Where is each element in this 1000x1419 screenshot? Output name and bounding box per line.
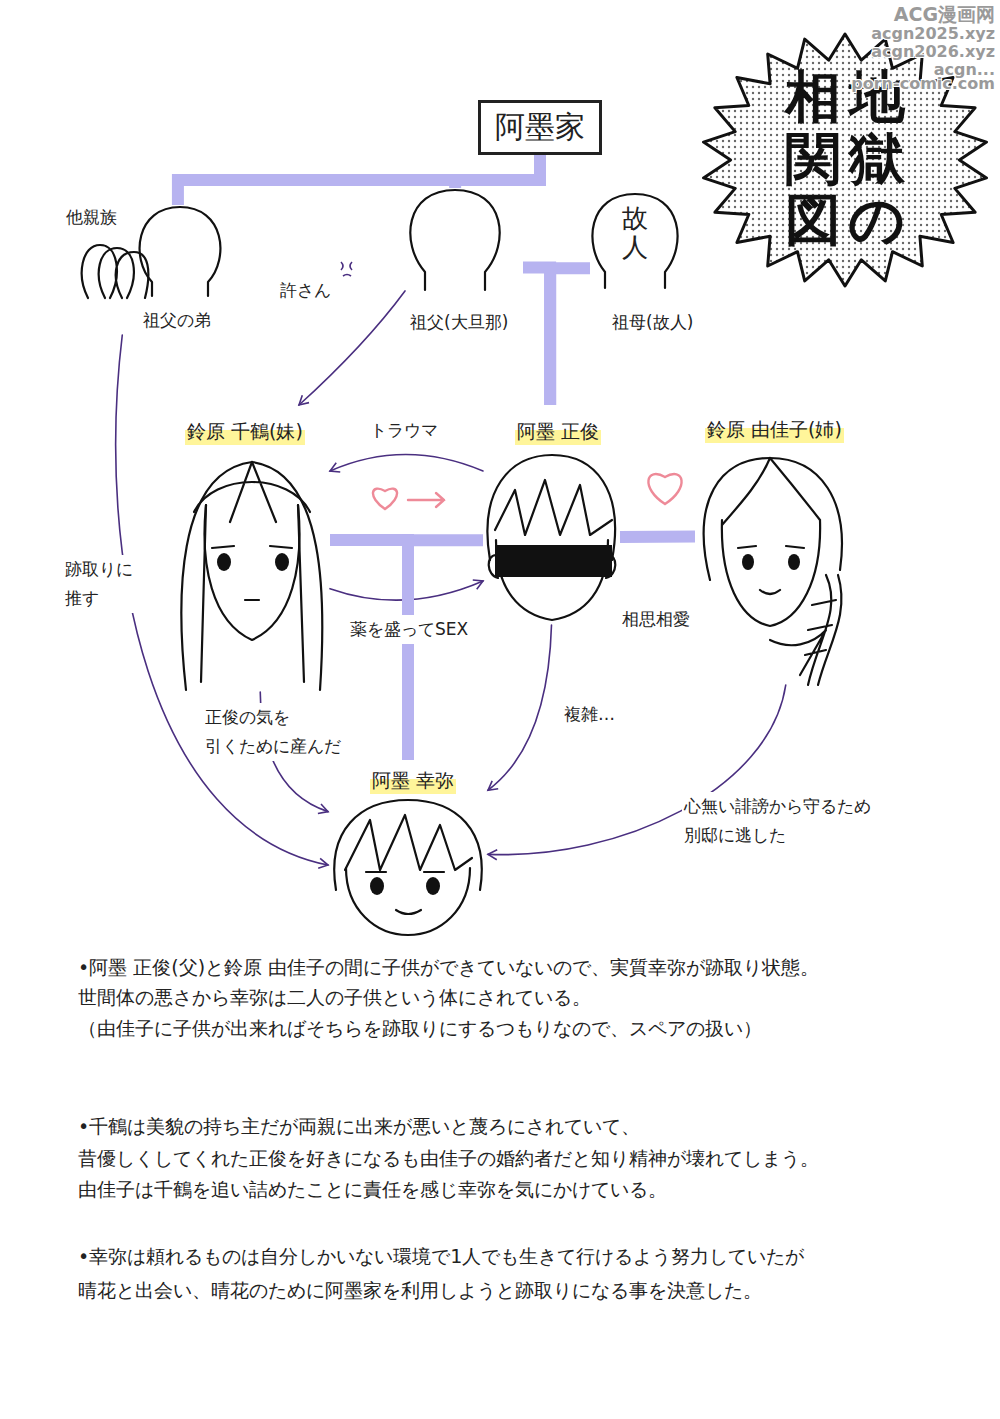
head-drawing <box>592 194 677 288</box>
node-text: 祖父の弟 <box>143 309 211 332</box>
head-drawing <box>410 190 499 290</box>
note-line: 晴花と出会い、晴花のために阿墨家を利用しようと跡取りになる事を決意した。 <box>78 1278 762 1304</box>
person-figure: 祖父の弟 <box>118 205 225 335</box>
face-fill <box>788 554 800 570</box>
node-text: 祖母(故人) <box>612 311 693 334</box>
head-drawing <box>82 245 149 298</box>
head-drawing <box>181 462 322 690</box>
title: 地獄の相関図 <box>785 66 905 251</box>
edge-label: 複雑… <box>562 700 617 729</box>
head-drawing <box>140 207 221 296</box>
head-drawing <box>205 505 300 640</box>
node-text: 阿墨家 <box>495 107 585 148</box>
lineage-bar <box>455 155 540 188</box>
head-drawing <box>212 546 292 600</box>
node-text: 祖父(大旦那) <box>410 311 508 334</box>
character-figure: 阿墨 正俊 <box>483 405 620 625</box>
edge-label: 跡取りに 推す <box>63 555 145 613</box>
node-text: 故人 <box>622 204 648 261</box>
head-drawing <box>770 575 841 685</box>
note-wrap: （由佳子に子供が出来ればそちらを跡取りにするつもりなので、スペアの扱い） <box>78 1016 762 1042</box>
character-figure: 阿墨 幸弥 <box>328 760 488 938</box>
node-text: 阿墨 正俊 <box>515 419 601 445</box>
character-figure: 鈴原 由佳子(姉) <box>695 405 860 685</box>
edge-label-wrap: 複雑… <box>562 700 617 729</box>
edge-label-wrap: 許さん <box>278 276 333 305</box>
edge-label: 薬を盛ってSEX <box>348 615 470 644</box>
note-line: •千鶴は美貌の持ち主だが両親に出来が悪いと蔑ろにされていて、 <box>78 1114 640 1140</box>
edge-label-wrap: 跡取りに 推す <box>63 555 145 613</box>
head-drawing <box>334 800 482 890</box>
face-fill <box>217 553 231 571</box>
head-drawing <box>738 546 804 594</box>
relation-arrow <box>488 625 552 790</box>
relatives-figure: 他親族 <box>60 206 155 306</box>
watermark: acgn2026.xyz <box>871 42 995 61</box>
heart-mark <box>408 493 444 507</box>
heart-mark <box>373 489 397 509</box>
title-wrap: 地獄の相関図 <box>785 66 905 251</box>
head-drawing <box>346 868 470 935</box>
character-figure: 鈴原 千鶴(妹) <box>175 405 330 692</box>
head-drawing <box>194 462 310 682</box>
person-figure: 故人祖母(故人) <box>590 190 705 335</box>
watermark-wrap: acgn2025.xyz <box>871 24 995 43</box>
watermark-wrap: porn-comic.com <box>851 74 995 93</box>
note-line: 由佳子は千鶴を追い詰めたことに責任を感じ幸弥を気にかけている。 <box>78 1177 667 1203</box>
watermark: acgn2025.xyz <box>871 24 995 43</box>
edge-label-wrap: トラウマ <box>368 416 440 445</box>
note-wrap: •阿墨 正俊(父)と鈴原 由佳子の間に子供ができていないので、実質幸弥が跡取り状… <box>78 955 819 981</box>
face-fill <box>426 877 440 895</box>
edge-label: 正俊の気を 引くために産んだ <box>203 703 353 761</box>
edge-label-wrap: 薬を盛ってSEX <box>348 615 470 644</box>
note-wrap: 世間体の悪さから幸弥は二人の子供という体にされている。 <box>78 985 591 1011</box>
node-text: 鈴原 千鶴(妹) <box>185 419 305 445</box>
heart-mark <box>373 474 682 509</box>
head-drawing <box>489 540 616 620</box>
note-wrap: 由佳子は千鶴を追い詰めたことに責任を感じ幸弥を気にかけている。 <box>78 1177 667 1203</box>
node-text: 他親族 <box>66 206 117 229</box>
edge-label: 相思相愛 <box>620 605 692 634</box>
relation-arrow <box>330 455 483 472</box>
edge-label: 許さん <box>278 276 333 305</box>
family-box: 阿墨家 <box>478 100 602 155</box>
lineage-bar <box>620 531 695 543</box>
lineage-bar <box>408 540 483 760</box>
note-line: •阿墨 正俊(父)と鈴原 由佳子の間に子供ができていないので、実質幸弥が跡取り状… <box>78 955 819 981</box>
note-wrap: 晴花と出会い、晴花のために阿墨家を利用しようと跡取りになる事を決意した。 <box>78 1278 762 1304</box>
relation-arrow <box>299 291 405 405</box>
note-line: •幸弥は頼れるものは自分しかいない環境で1人でも生きて行けるよう努力していたが <box>78 1244 804 1270</box>
anger-mark <box>341 262 352 276</box>
face-fill <box>495 545 612 577</box>
head-drawing <box>345 815 472 870</box>
edge-label: 心無い誹謗から守るため 別邸に逃した <box>682 792 890 850</box>
edge-label-wrap: 心無い誹謗から守るため 別邸に逃した <box>682 792 890 850</box>
head-drawing <box>495 480 612 535</box>
face-fill <box>275 553 289 571</box>
anger-mark <box>341 262 352 276</box>
lineage-bar <box>550 268 590 405</box>
note-line: 世間体の悪さから幸弥は二人の子供という体にされている。 <box>78 985 591 1011</box>
node-text: 鈴原 由佳子(姉) <box>705 417 844 443</box>
note-wrap: •千鶴は美貌の持ち主だが両親に出来が悪いと蔑ろにされていて、 <box>78 1114 640 1140</box>
face-fill <box>370 877 384 895</box>
face-fill <box>742 554 754 570</box>
edge-label-wrap: 正俊の気を 引くために産んだ <box>203 703 353 761</box>
note-wrap: •幸弥は頼れるものは自分しかいない環境で1人でも生きて行けるよう努力していたが <box>78 1244 804 1270</box>
watermark-wrap: acgn2026.xyz <box>871 42 995 61</box>
person-figure: 祖父(大旦那) <box>405 188 523 335</box>
edge-label: トラウマ <box>368 416 440 445</box>
watermark: porn-comic.com <box>851 74 995 93</box>
heart-mark <box>648 474 681 504</box>
lineage-bar <box>178 155 540 205</box>
note-line: （由佳子に子供が出来ればそちらを跡取りにするつもりなので、スペアの扱い） <box>78 1016 762 1042</box>
note-line: 昔優しくしてくれた正俊を好きになるも由佳子の婚約者だと知り精神が壊れてしまう。 <box>78 1146 819 1172</box>
head-drawing <box>722 458 820 626</box>
note-wrap: 昔優しくしてくれた正俊を好きになるも由佳子の婚約者だと知り精神が壊れてしまう。 <box>78 1146 819 1172</box>
head-drawing <box>487 455 615 560</box>
relation-arrow <box>116 335 328 865</box>
node-text: 阿墨 幸弥 <box>370 768 456 794</box>
edge-label-wrap: 相思相愛 <box>620 605 692 634</box>
